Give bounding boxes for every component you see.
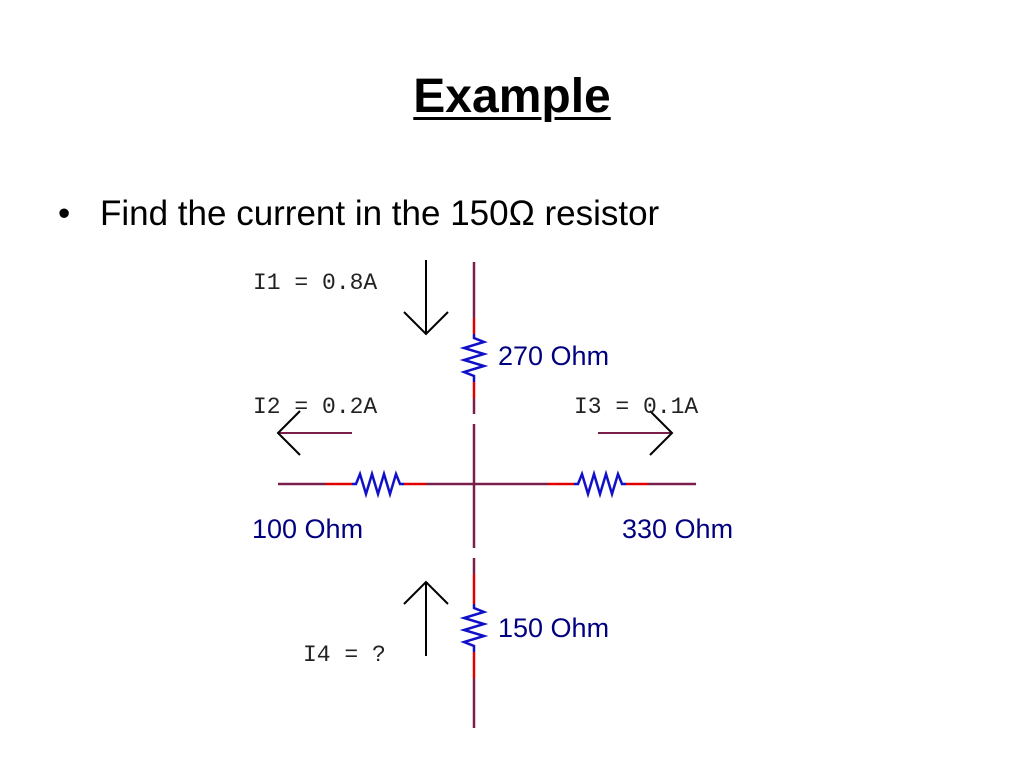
bullet-dot: • [58, 194, 71, 233]
arrow-i1-down-icon [403, 260, 449, 336]
resistor-330-symbol [574, 469, 626, 499]
bullet-text: Find the current in the 150Ω resistor [100, 194, 660, 233]
arrow-i2-left-icon [276, 410, 352, 456]
resistor-label-100: 100 Ohm [252, 514, 363, 544]
arrow-i4-up-icon [403, 580, 449, 656]
current-label-i3: I3 = 0.1A [574, 394, 698, 420]
resistor-150-symbol [459, 604, 489, 652]
resistor-label-330: 330 Ohm [622, 514, 733, 544]
bullet-item: • Find the current in the 150Ω resistor [58, 192, 659, 236]
current-label-i1: I1 = 0.8A [253, 270, 377, 296]
slide-title: Example [413, 70, 611, 123]
resistor-270-symbol [459, 334, 489, 382]
resistor-label-150: 150 Ohm [498, 613, 609, 643]
arrow-i3-right-icon [598, 410, 674, 456]
current-label-i4: I4 = ? [303, 642, 386, 668]
current-label-i2: I2 = 0.2A [253, 394, 377, 420]
resistor-100-symbol [352, 469, 404, 499]
resistor-label-270: 270 Ohm [498, 341, 609, 371]
